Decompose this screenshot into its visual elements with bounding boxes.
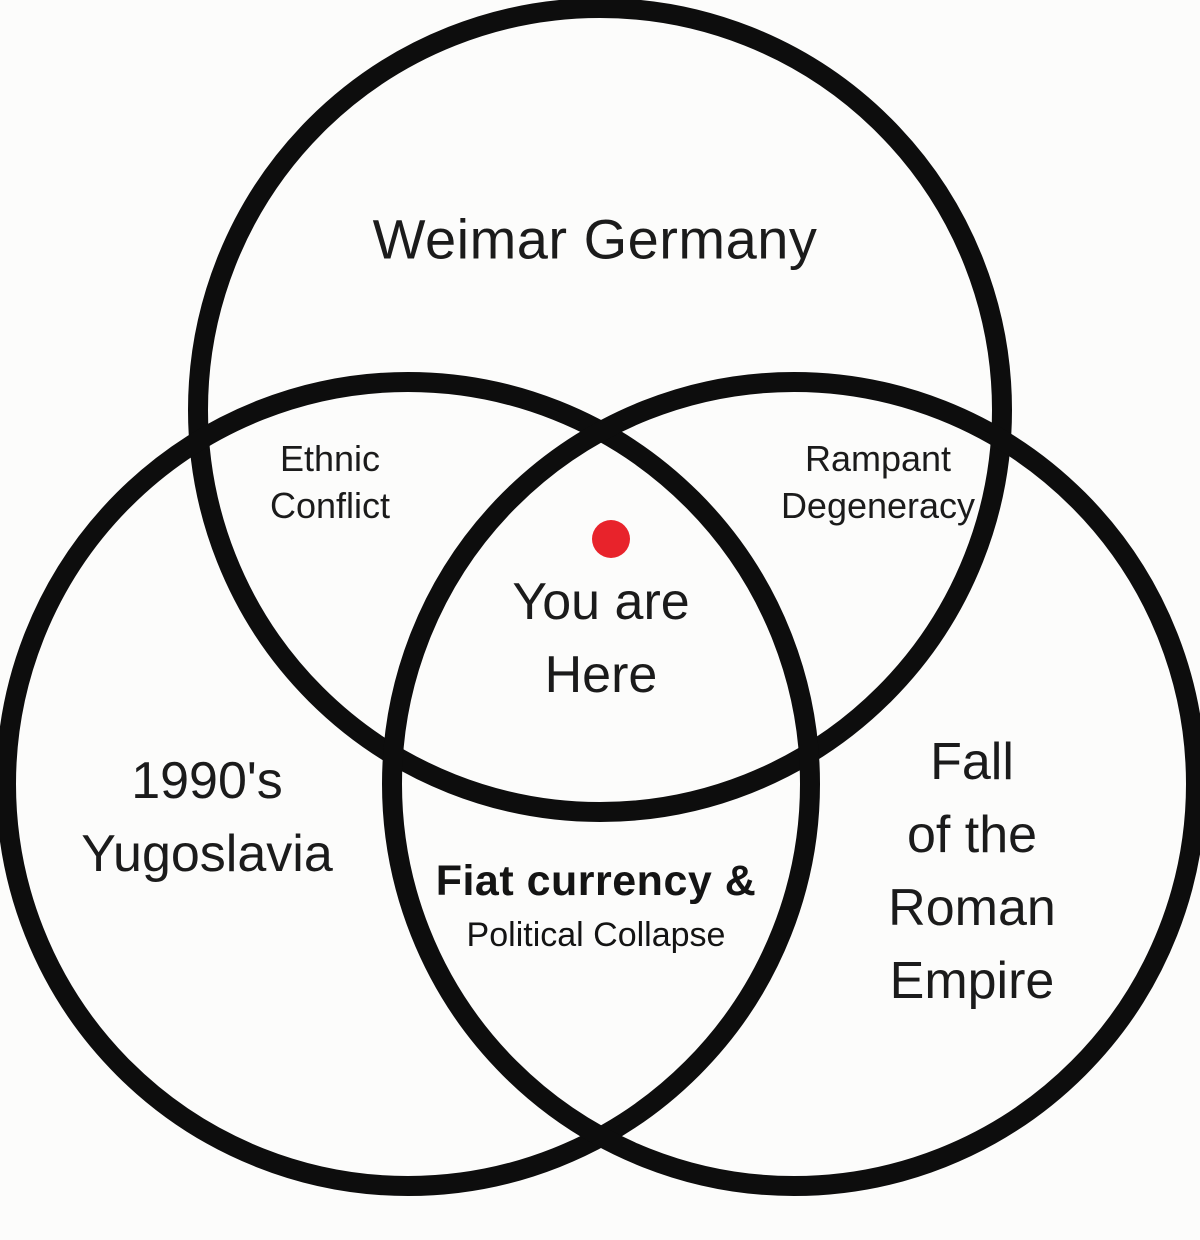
label-fiat-political-collapse: Fiat currency & Political Collapse [436, 857, 757, 955]
label-rampant-degeneracy: Rampant Degeneracy [780, 438, 976, 526]
you-are-here-dot [592, 520, 630, 558]
label-weimar-germany: Weimar Germany [372, 207, 818, 271]
label-fiat-currency: Fiat currency & [435, 857, 757, 905]
circle-1990s-yugoslavia [0, 372, 820, 1196]
label-fall-of-roman-empire: Fall of the Roman Empire [888, 733, 1056, 1010]
label-1990s-yugoslavia: 1990's Yugoslavia [81, 752, 333, 883]
label-you-are-here: You are Here [512, 573, 690, 704]
circle-weimar-germany [188, 0, 1012, 822]
label-ethnic-conflict: Ethnic Conflict [269, 438, 391, 526]
label-political-collapse: Political Collapse [466, 916, 726, 954]
circle-fall-of-roman-empire [382, 372, 1200, 1196]
